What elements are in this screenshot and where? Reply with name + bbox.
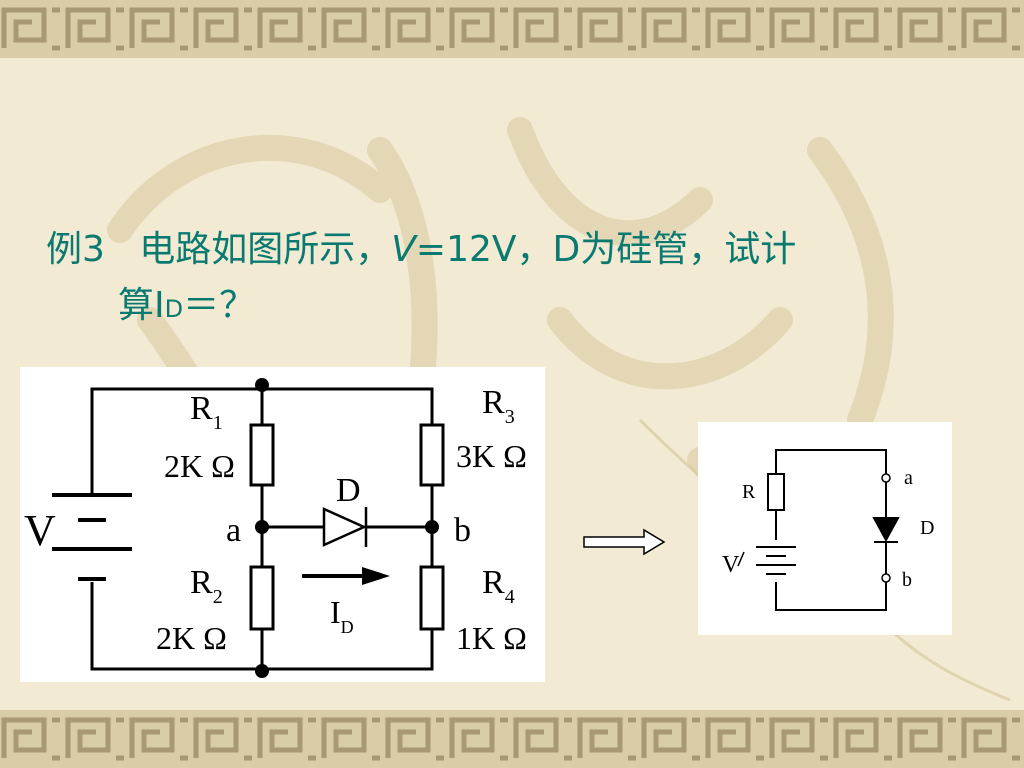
problem-line-2: 算ID＝？ — [118, 285, 256, 326]
current-label: ID — [330, 594, 354, 637]
diode-label: D — [336, 472, 361, 509]
r4-label: R4 — [482, 564, 515, 608]
r3-value: 3K Ω — [456, 438, 527, 474]
resistor-r — [767, 473, 785, 511]
r4-value: 1K Ω — [456, 620, 527, 656]
equivalent-circuit: R V a D b — [698, 422, 952, 635]
resistor-r4 — [419, 565, 445, 631]
r2-value: 2K Ω — [156, 620, 227, 656]
v-slash — [737, 551, 745, 567]
junction-dot — [255, 664, 269, 678]
junction-dot — [255, 520, 269, 534]
battery-symbol — [52, 493, 132, 581]
resistor-r3 — [419, 423, 445, 487]
node-a-terminal — [881, 473, 891, 483]
diode-symbol — [322, 507, 368, 547]
r-label: R — [742, 481, 756, 503]
v-label: V — [722, 552, 740, 578]
problem-line-1: 例3 电路如图所示，V=12V，D为硅管，试计 — [46, 229, 797, 270]
problem-statement: 例3 电路如图所示，V=12V，D为硅管，试计 算ID＝？ — [46, 222, 986, 337]
example-number: 例3 — [46, 229, 105, 270]
right-arrow-icon — [583, 528, 666, 556]
r1-label: R1 — [190, 390, 223, 434]
r1-value: 2K Ω — [164, 448, 235, 484]
r2-label: R2 — [190, 564, 223, 608]
battery-symbol — [756, 546, 796, 575]
node-b-label: b — [454, 512, 471, 549]
bottom-border — [0, 710, 1024, 768]
current-arrow — [302, 567, 390, 585]
resistor-r1 — [249, 423, 275, 487]
junction-dot — [255, 378, 269, 392]
voltage-variable: V — [391, 229, 416, 270]
node-b-terminal — [881, 573, 891, 583]
node-a-label: a — [226, 512, 241, 549]
diode-symbol — [872, 517, 900, 543]
top-border — [0, 0, 1024, 58]
resistor-r2 — [249, 565, 275, 631]
node-a-label: a — [904, 467, 913, 489]
r3-label: R3 — [482, 384, 515, 428]
diode-label: D — [920, 517, 934, 539]
source-label: V — [24, 506, 56, 555]
node-b-label: b — [902, 569, 912, 591]
junction-dot — [425, 520, 439, 534]
circuit-diagram: V R1 2K Ω R2 2K — [20, 367, 545, 682]
